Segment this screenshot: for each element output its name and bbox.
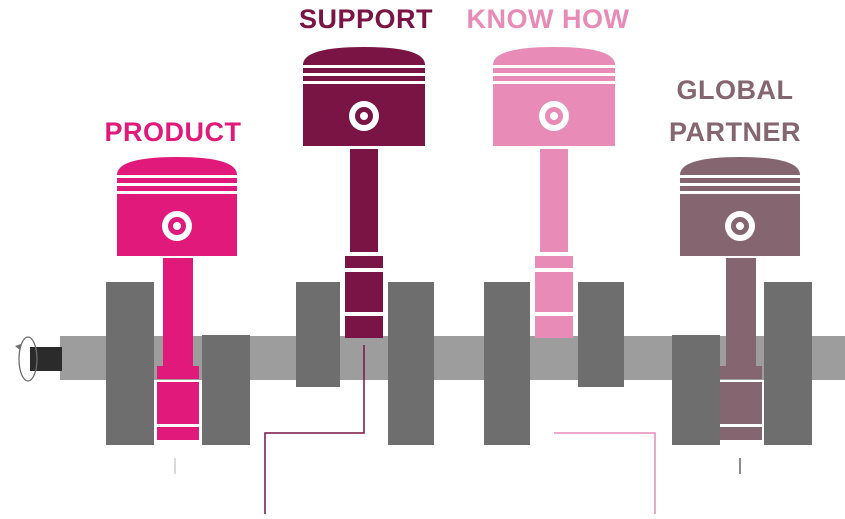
- crank-web: [202, 335, 250, 445]
- label-partner: PARTNER: [668, 117, 801, 147]
- label-know-how: KNOW HOW: [466, 4, 630, 34]
- crank-web: [484, 282, 530, 445]
- piston-support: [303, 47, 425, 338]
- label-support: SUPPORT: [298, 4, 434, 34]
- crank-web: [764, 282, 812, 445]
- crank-web: [388, 282, 434, 445]
- shaft-end: [30, 347, 62, 371]
- rotation-arrow-icon: [15, 336, 38, 382]
- piston-pin-icon: [725, 211, 755, 241]
- crank-web: [106, 282, 154, 445]
- piston-pin-icon: [539, 101, 569, 131]
- piston-pin-icon: [349, 101, 379, 131]
- crank-web: [578, 282, 624, 387]
- know-how-pointer-line: [554, 432, 656, 514]
- piston-pin-icon: [162, 211, 192, 241]
- crank-web: [296, 282, 340, 387]
- label-global: GLOBAL: [676, 75, 794, 105]
- support-pointer-line: [264, 345, 365, 514]
- label-product: PRODUCT: [104, 117, 242, 147]
- crank-web: [672, 335, 720, 445]
- piston-global-partner: [680, 157, 800, 440]
